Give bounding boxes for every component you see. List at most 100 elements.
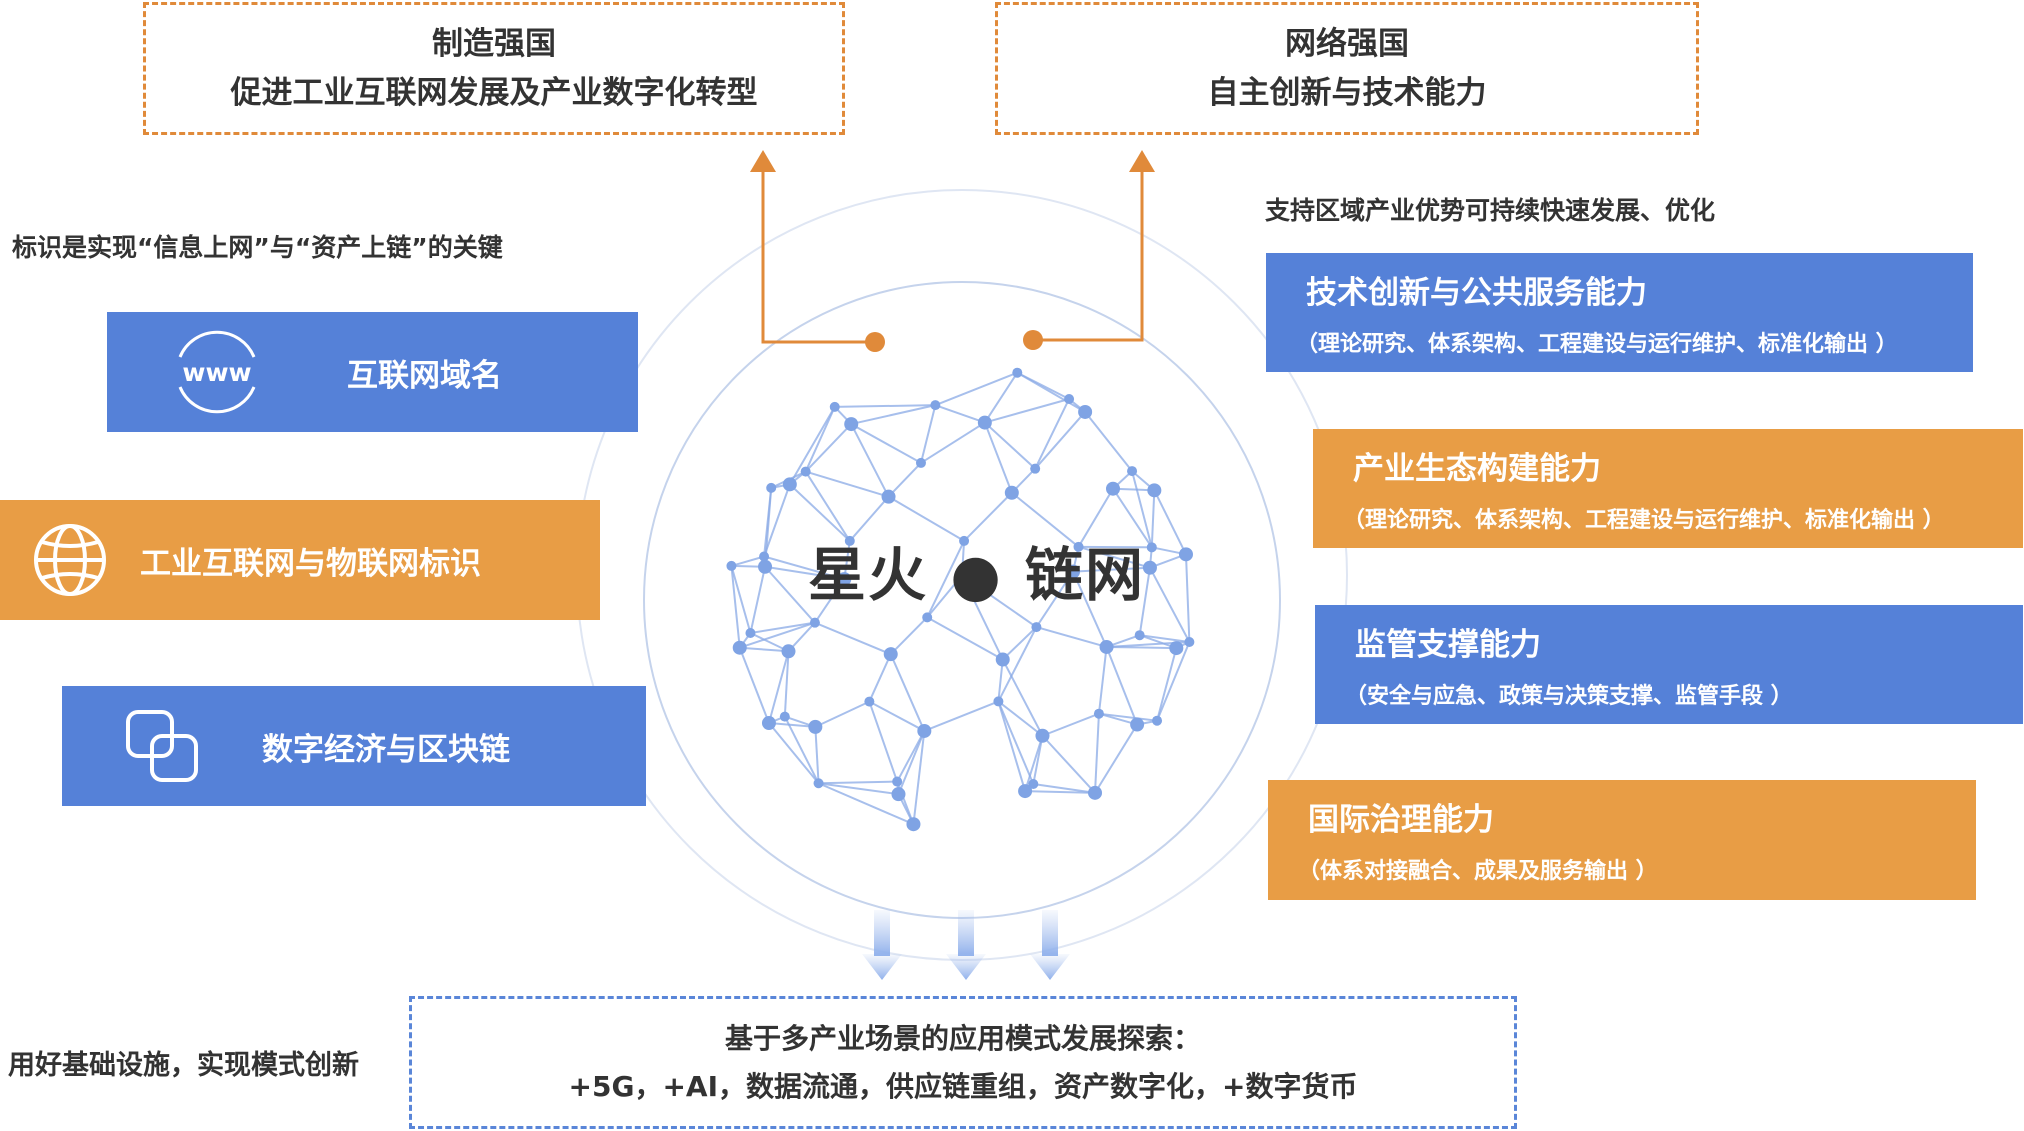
network-node (955, 568, 970, 583)
network-edge (984, 421, 1036, 470)
network-edge (887, 462, 922, 498)
network-edge (818, 782, 899, 796)
network-edge (1139, 634, 1190, 644)
network-edge (1156, 641, 1191, 722)
right-item-title: 国际治理能力 (1308, 802, 1494, 838)
network-node (1093, 708, 1104, 719)
network-edge (1105, 646, 1139, 725)
network-edge (890, 616, 928, 655)
network-edge (963, 492, 1013, 542)
globe-icon (0, 500, 140, 620)
network-edge (768, 722, 820, 784)
network-node (800, 466, 811, 477)
network-edge (926, 540, 965, 618)
connector-dot-right (1023, 330, 1043, 350)
network-node (808, 719, 823, 734)
network-edge (896, 730, 926, 783)
network-node (1152, 715, 1163, 726)
network-node (829, 401, 840, 412)
network-edge (1001, 659, 1044, 737)
network-node (1064, 393, 1075, 404)
top-right-line2: 自主创新与技术能力 (1207, 74, 1487, 111)
right-item-sub: （安全与应急、政策与决策支撑、监管手段 ） (1345, 684, 1793, 709)
network-edge (926, 574, 963, 618)
bottom-box: 基于多产业场景的应用模式发展探索： +5G，+AI，数据流通，供应链重组，资产数… (409, 996, 1517, 1129)
bottom-line2: +5G，+AI，数据流通，供应链重组，资产数字化，+数字货币 (568, 1069, 1358, 1103)
network-node (1178, 547, 1193, 562)
top-left-box: 制造强国 促进工业互联网发展及产业数字化转型 (143, 2, 845, 135)
network-edge (804, 471, 851, 542)
orange-connectors (761, 168, 1144, 344)
network-node (977, 415, 992, 430)
network-edge (1034, 398, 1070, 470)
network-edge (1084, 411, 1133, 472)
network-node (1127, 466, 1138, 477)
top-left-line1: 制造强国 (432, 26, 556, 63)
network-edge (1078, 545, 1152, 549)
network-edge (804, 406, 836, 472)
network-edge (1011, 491, 1080, 548)
bottom-note: 用好基础设施，实现模式创新 (8, 1050, 359, 1081)
network-edge (764, 565, 845, 581)
network-node (1066, 564, 1081, 579)
network-edge (814, 726, 820, 784)
network-edge (814, 700, 870, 728)
network-edge (850, 423, 922, 464)
right-item-title: 产业生态构建能力 (1353, 451, 1601, 487)
network-edge (767, 651, 790, 724)
right-item-sub: （理论研究、体系架构、工程建设与运行维护、标准化输出 ） (1343, 508, 1945, 533)
right-item-title: 技术创新与公共服务能力 (1306, 275, 1647, 311)
network-edge (984, 398, 1070, 424)
left-note: 标识是实现“信息上网”与“资产上链”的关键 (12, 233, 503, 262)
network-edge (789, 483, 851, 542)
network-edge (983, 372, 1019, 424)
network-node (766, 482, 777, 493)
network-node (891, 787, 906, 802)
network-edge (1097, 646, 1108, 714)
left-item-label: 工业互联网与物联网标识 (140, 545, 481, 582)
network-edge (1072, 566, 1150, 573)
network-edge (814, 578, 846, 624)
network-edge (1106, 645, 1177, 650)
network-node (844, 535, 855, 546)
network-edge (750, 621, 816, 634)
network-edge (1149, 567, 1191, 643)
network-edge (897, 730, 926, 795)
network-node (892, 776, 903, 787)
network-edge (919, 404, 937, 464)
network-edge (851, 404, 936, 426)
right-item-title: 监管支撑能力 (1355, 627, 1541, 663)
network-edge (1002, 626, 1038, 661)
right-item-eco: 产业生态构建能力 （理论研究、体系架构、工程建设与运行维护、标准化输出 ） (1313, 429, 2023, 548)
network-node (745, 628, 756, 639)
network-edge (868, 653, 892, 703)
network-edge (763, 484, 791, 557)
network-node (1073, 541, 1084, 552)
network-node (813, 778, 824, 789)
network-edge (1150, 490, 1156, 548)
network-edge (1098, 712, 1158, 722)
network-edge (1042, 712, 1100, 737)
network-edge (1112, 488, 1153, 548)
network-node (782, 477, 797, 492)
network-edge (731, 555, 765, 567)
network-node (1146, 542, 1157, 553)
network-edge (1094, 724, 1138, 794)
right-item-sub: （理论研究、体系架构、工程建设与运行维护、标准化输出 ） (1296, 332, 1898, 357)
network-node (1088, 785, 1103, 800)
connector-dot-left (865, 332, 885, 352)
network-node (1184, 637, 1195, 648)
network-edge (849, 496, 890, 542)
network-node (881, 489, 896, 504)
network-edge (1025, 790, 1096, 794)
network-edge (889, 653, 926, 732)
network-edge (1033, 783, 1096, 794)
network-edge (983, 422, 1013, 494)
network-edge (1094, 713, 1100, 793)
right-item-governance: 国际治理能力 （体系对接融合、成果及服务输出 ） (1268, 780, 1976, 900)
network-edge (935, 404, 986, 424)
network-node (1031, 622, 1042, 633)
bottom-line1: 基于多产业场景的应用模式发展探索： (724, 1021, 1201, 1055)
network-edge (1072, 571, 1108, 648)
network-node (1028, 779, 1039, 790)
